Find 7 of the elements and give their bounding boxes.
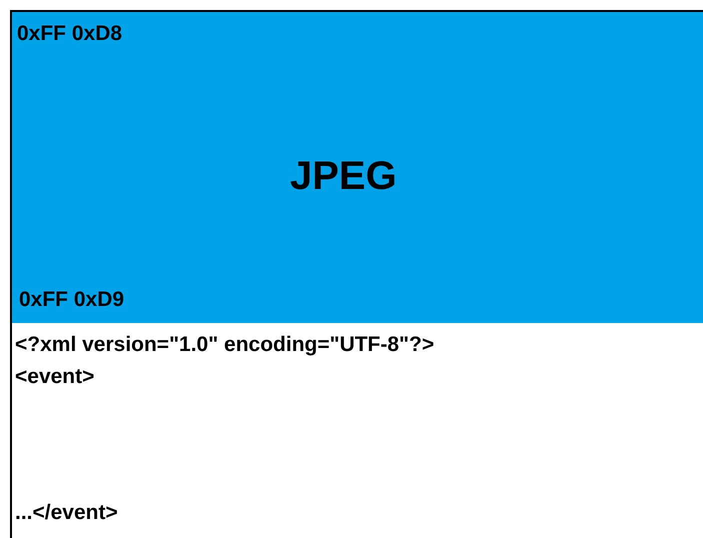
block-title: JPEG	[290, 154, 397, 199]
marker-text: 0xFF 0xD8	[17, 22, 122, 46]
marker-text: 0xFF 0xD9	[19, 288, 124, 312]
code-line: <event>	[15, 365, 94, 389]
jpeg-block	[10, 10, 703, 323]
code-line: <?xml version="1.0" encoding="UTF-8"?>	[15, 333, 434, 357]
code-line: ...</event>	[15, 501, 118, 525]
